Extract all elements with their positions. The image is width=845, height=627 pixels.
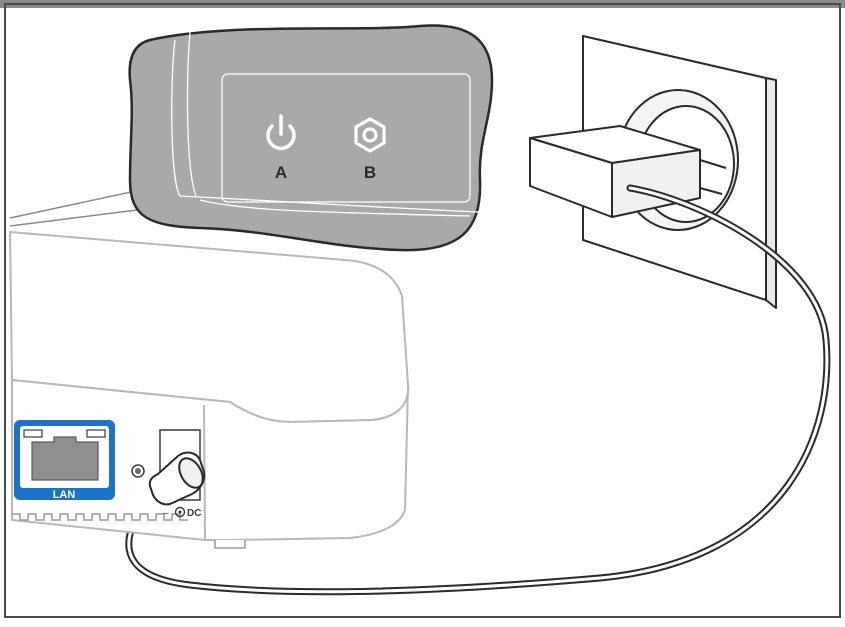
reset-pinhole: [131, 464, 145, 478]
power-led-label: A: [275, 163, 287, 182]
router-base-vents: [12, 513, 188, 521]
frame-border: [4, 3, 841, 618]
ethernet-jack: [31, 436, 99, 481]
hexagon-nut-icon: [354, 117, 386, 153]
router: [9, 231, 410, 541]
power-icon: [266, 114, 296, 151]
lan-led-left: [23, 429, 43, 438]
router-foot: [214, 540, 246, 549]
dc-polarity-minus: –: [163, 508, 169, 519]
lan-led-right: [86, 429, 106, 438]
status-led-label: B: [364, 163, 376, 182]
dc-label: DC: [187, 508, 201, 519]
dc-polarity-icon: [174, 506, 186, 518]
lan-port: LAN: [14, 420, 115, 501]
lan-label: LAN: [53, 489, 76, 501]
led-callout: A B: [9, 24, 494, 252]
dc-plug: [148, 451, 206, 506]
